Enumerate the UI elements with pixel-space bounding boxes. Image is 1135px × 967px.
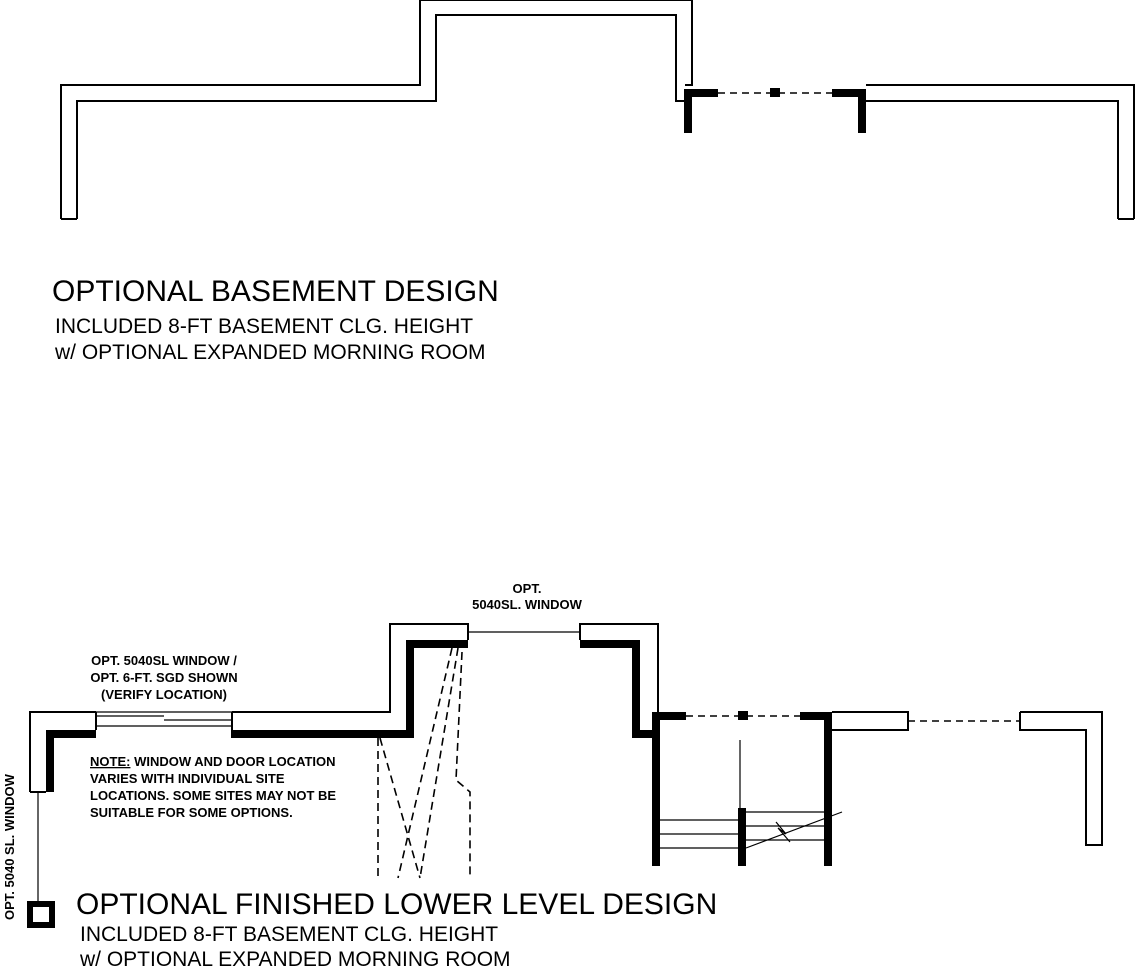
note-line-2: VARIES WITH INDIVIDUAL SITE [90,771,285,786]
lower-plan-walls [27,623,1103,928]
lower-plan-title: OPTIONAL FINISHED LOWER LEVEL DESIGN [76,888,717,921]
note-prefix: NOTE: [90,754,130,769]
note-line-3: LOCATIONS. SOME SITES MAY NOT BE [90,788,336,803]
left-window-label-2: OPT. 6-FT. SGD SHOWN [90,670,237,685]
left-window-label-3: (VERIFY LOCATION) [101,687,227,702]
lower-plan-subtitle-2: w/ OPTIONAL EXPANDED MORNING ROOM [79,948,511,967]
upper-plan-walls [60,0,1135,220]
side-window-label: OPT. 5040 SL. WINDOW [2,773,17,920]
lower-plan-dashed-lines [377,647,471,879]
site-note: NOTE: WINDOW AND DOOR LOCATION VARIES WI… [90,754,336,820]
top-window-label-2: 5040SL. WINDOW [472,597,583,612]
upper-plan-title: OPTIONAL BASEMENT DESIGN [52,275,499,308]
svg-text:NOTE: WINDOW AND DOOR LOCATION: NOTE: WINDOW AND DOOR LOCATION [90,754,336,769]
lower-plan-subtitle-1: INCLUDED 8-FT BASEMENT CLG. HEIGHT [80,923,498,946]
top-window-label-1: OPT. [513,581,542,596]
note-line-1: WINDOW AND DOOR LOCATION [130,754,335,769]
note-line-4: SUITABLE FOR SOME OPTIONS. [90,805,293,820]
upper-plan-subtitle-1: INCLUDED 8-FT BASEMENT CLG. HEIGHT [55,315,473,338]
upper-plan-subtitle-2: w/ OPTIONAL EXPANDED MORNING ROOM [54,341,486,364]
left-window-label-1: OPT. 5040SL WINDOW / [91,653,237,668]
